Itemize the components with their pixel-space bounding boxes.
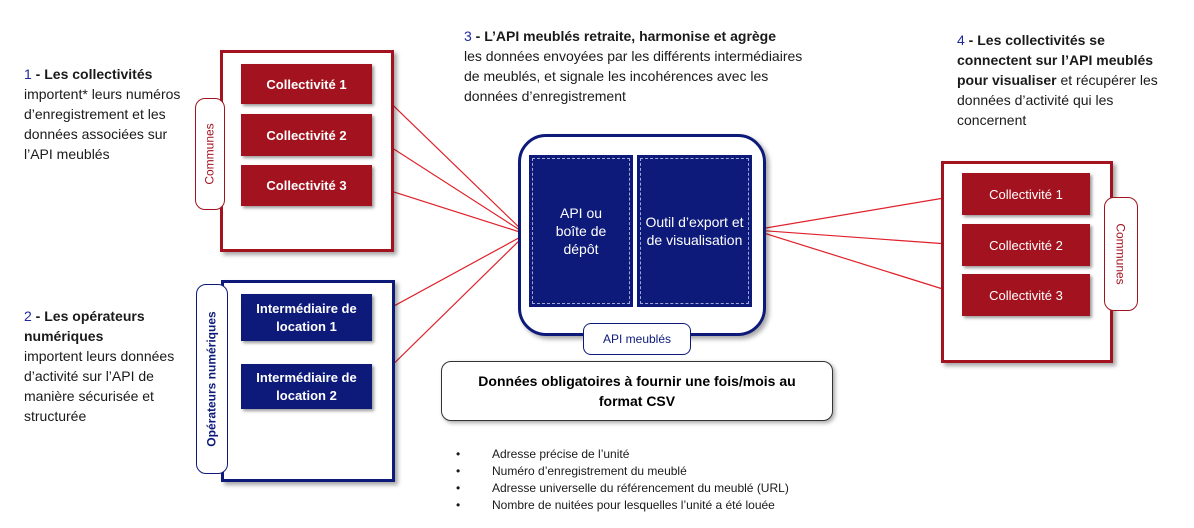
- step-3-title: L’API meublés retraite, harmonise et agr…: [484, 28, 777, 44]
- arrow-intermediaire-2: [371, 233, 527, 386]
- csv-requirement-text: Données obligatoires à fournir une fois/…: [478, 373, 796, 409]
- right-collectivite-1-label: Collectivité 1: [989, 186, 1063, 202]
- left-collectivite-1-label: Collectivité 1: [266, 76, 347, 92]
- arrow-right-collectivite-2: [753, 226, 963, 246]
- right-collectivite-2-label: Collectivité 2: [989, 237, 1063, 253]
- step-2-dash: -: [31, 308, 45, 324]
- bullet-icon: •: [456, 447, 461, 461]
- right-collectivite-1[interactable]: Collectivité 1: [962, 173, 1090, 215]
- left-communes-label-text: Communes: [203, 123, 218, 185]
- arrow-left-collectivite-1: [371, 84, 527, 235]
- export-visualisation-block[interactable]: Outil d’export et de visualisation: [637, 155, 752, 307]
- list-item: • Adresse universelle du référencement du…: [448, 480, 888, 497]
- list-item: • Numéro d’enregistrement du meublé: [448, 463, 888, 480]
- required-fields-list: • Adresse précise de l’unité • Numéro d’en…: [448, 446, 888, 514]
- left-collectivite-3-label: Collectivité 3: [266, 178, 347, 193]
- arrow-intermediaire-1: [371, 233, 527, 319]
- step-2-title: Les opérateurs numériques: [24, 308, 145, 344]
- list-item-text: Numéro d’enregistrement du meublé: [492, 464, 687, 478]
- step-1-title: Les collectivités: [44, 66, 153, 82]
- bullet-icon: •: [456, 464, 461, 478]
- step-1-number: 1: [24, 66, 32, 82]
- intermediaire-2-label: Intermédiaire de location 2: [256, 369, 357, 403]
- operateurs-label: Opérateurs numériques: [196, 284, 228, 474]
- api-meubles-label: API meublés: [583, 323, 691, 355]
- step-4-number: 4: [957, 32, 965, 48]
- intermediaire-1-label: Intermédiaire de location 1: [256, 300, 357, 334]
- list-item: • Adresse précise de l’unité: [448, 446, 888, 463]
- intermediaire-1[interactable]: Intermédiaire de location 1: [241, 294, 372, 341]
- step-1-dash: -: [31, 66, 45, 82]
- step-3-dash: -: [471, 28, 485, 44]
- intermediaire-2[interactable]: Intermédiaire de location 2: [241, 364, 372, 409]
- right-collectivite-3-label: Collectivité 3: [989, 287, 1063, 303]
- list-item-text: Adresse universelle du référencement du …: [492, 481, 789, 495]
- step-4-text: 4 - Les collectivités se connectent sur …: [957, 30, 1179, 130]
- api-depot-block[interactable]: API ou boîte de dépôt: [529, 155, 633, 307]
- bullet-icon: •: [456, 481, 461, 495]
- list-item: • Nombre de nuitées pour lesquelles l’uni…: [448, 497, 888, 514]
- arrow-left-collectivite-3: [371, 184, 527, 236]
- bullet-icon: •: [456, 498, 461, 512]
- operateurs-label-text: Opérateurs numériques: [205, 311, 219, 447]
- left-collectivite-1[interactable]: Collectivité 1: [241, 64, 372, 104]
- api-depot-text: API ou boîte de dépôt: [555, 205, 607, 257]
- list-item-text: Nombre de nuitées pour lesquelles l’unit…: [492, 498, 775, 512]
- right-collectivite-3[interactable]: Collectivité 3: [962, 274, 1090, 316]
- right-communes-label: Communes: [1104, 197, 1138, 311]
- step-4-title: Les collectivités se connectent sur l’AP…: [957, 32, 1154, 88]
- step-3-text: 3 - L’API meublés retraite, harmonise et…: [464, 26, 809, 106]
- list-item-text: Adresse précise de l’unité: [492, 447, 630, 461]
- api-meubles-label-text: API meublés: [602, 332, 672, 346]
- left-collectivite-2[interactable]: Collectivité 2: [241, 114, 372, 156]
- step-2-number: 2: [24, 308, 32, 324]
- right-communes-label-text: Communes: [1114, 223, 1129, 285]
- csv-requirement-box: Données obligatoires à fournir une fois/…: [441, 361, 833, 421]
- export-visualisation-text: Outil d’export et de visualisation: [645, 214, 744, 248]
- left-collectivite-2-label: Collectivité 2: [266, 127, 347, 143]
- step-3-number: 3: [464, 28, 472, 44]
- step-1-text: 1 - Les collectivités importent* leurs n…: [24, 64, 189, 164]
- step-1-body: importent* leurs numéros d’enregistremen…: [24, 86, 181, 162]
- arrow-right-collectivite-1: [753, 194, 963, 233]
- step-4-dash: -: [964, 32, 978, 48]
- right-collectivite-2[interactable]: Collectivité 2: [962, 224, 1090, 266]
- step-2-body: importent leurs données d’activité sur l…: [24, 348, 175, 424]
- step-2-text: 2 - Les opérateurs numériques importent …: [24, 306, 194, 426]
- step-3-body: les données envoyées par les différents …: [464, 48, 803, 104]
- left-communes-label: Communes: [195, 98, 225, 210]
- arrow-right-collectivite-3: [753, 228, 963, 296]
- step-4-body: et récupérer les données d’activité qui …: [957, 72, 1158, 128]
- arrow-left-collectivite-2: [371, 134, 527, 235]
- left-collectivite-3[interactable]: Collectivité 3: [241, 165, 372, 206]
